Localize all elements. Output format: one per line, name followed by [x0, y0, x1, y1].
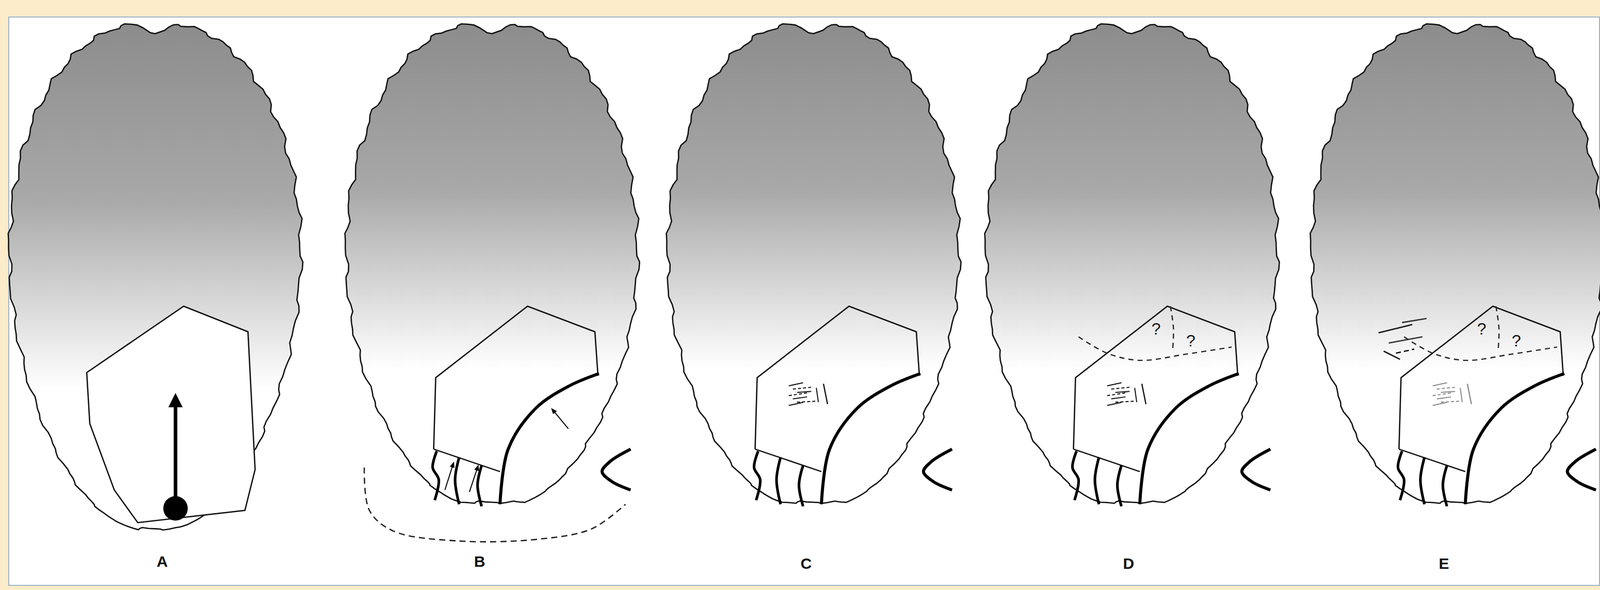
flake-panel: [666, 23, 962, 507]
panel-letter: E: [1438, 555, 1449, 572]
force-arrow: [173, 399, 178, 503]
retouch-scar: [776, 457, 781, 505]
panel-letter: B: [474, 553, 486, 570]
retouch-scar: [1397, 450, 1404, 500]
edge-damage: [1383, 350, 1401, 360]
flake-panel: [345, 23, 640, 542]
uncertain-scar: [1170, 305, 1174, 352]
uncertainty-mark: ?: [1186, 332, 1196, 349]
flake-panel: [8, 23, 303, 530]
retouch-scar: [455, 457, 460, 505]
fracture-scar: [499, 373, 600, 505]
scar-outline: [1398, 305, 1563, 449]
retouch-scar: [1117, 465, 1122, 507]
notch-scar: [602, 448, 631, 490]
retouch-scar: [1442, 465, 1447, 507]
edge-damage: [1395, 348, 1415, 353]
scar-outline: [1073, 305, 1238, 449]
retouch-scar: [753, 450, 761, 500]
scar-outline: [754, 305, 919, 449]
uncertain-scar: [1403, 336, 1558, 361]
scar-edge: [754, 448, 822, 472]
panel-letter: D: [1122, 555, 1135, 572]
edge-damage: [1388, 336, 1423, 344]
fracture-scar: [1465, 373, 1565, 505]
removed-outline: [364, 467, 626, 542]
retouch-scar: [1094, 457, 1100, 505]
edge-damage: [1378, 324, 1413, 333]
use-wear-marks: [1107, 382, 1146, 406]
impact-point: [163, 495, 188, 521]
notch-scar: [1567, 448, 1596, 490]
uncertain-scar: [1078, 336, 1232, 361]
scar-outline: [433, 305, 599, 449]
flake-panel: [1310, 23, 1600, 507]
removal-arrow: [444, 464, 454, 490]
ventral-face: [86, 305, 255, 523]
flake-outline: [666, 23, 962, 504]
scar-edge: [1398, 448, 1466, 472]
use-wear-marks: [788, 382, 828, 406]
retouch-scar: [799, 465, 804, 507]
retouch-scar: [1420, 457, 1425, 505]
removal-arrow: [469, 467, 478, 492]
fracture-scar: [821, 373, 921, 505]
uncertainty-mark: ?: [1511, 332, 1522, 349]
scar-edge: [433, 448, 501, 472]
flake-panel: [984, 23, 1280, 507]
flake-outline: [1310, 23, 1600, 504]
use-wear-marks: [1432, 382, 1472, 406]
uncertain-scar: [1495, 305, 1499, 352]
flake-outline: [8, 23, 303, 530]
notch-scar: [923, 448, 952, 490]
retouch-scar: [1072, 450, 1079, 500]
panel-letter: C: [800, 555, 813, 572]
retouch-scar: [477, 465, 482, 507]
panel-letter: A: [156, 553, 169, 570]
notch-scar: [1241, 448, 1271, 490]
fracture-scar: [1139, 373, 1239, 505]
edge-damage: [1401, 318, 1427, 323]
flake-outline: [345, 23, 640, 504]
retouch-scar: [432, 450, 439, 500]
uncertainty-mark: ?: [1151, 320, 1161, 337]
removal-arrow: [553, 410, 569, 429]
flake-outline: [984, 23, 1280, 504]
scar-edge: [1073, 448, 1141, 472]
uncertainty-mark: ?: [1477, 320, 1487, 337]
